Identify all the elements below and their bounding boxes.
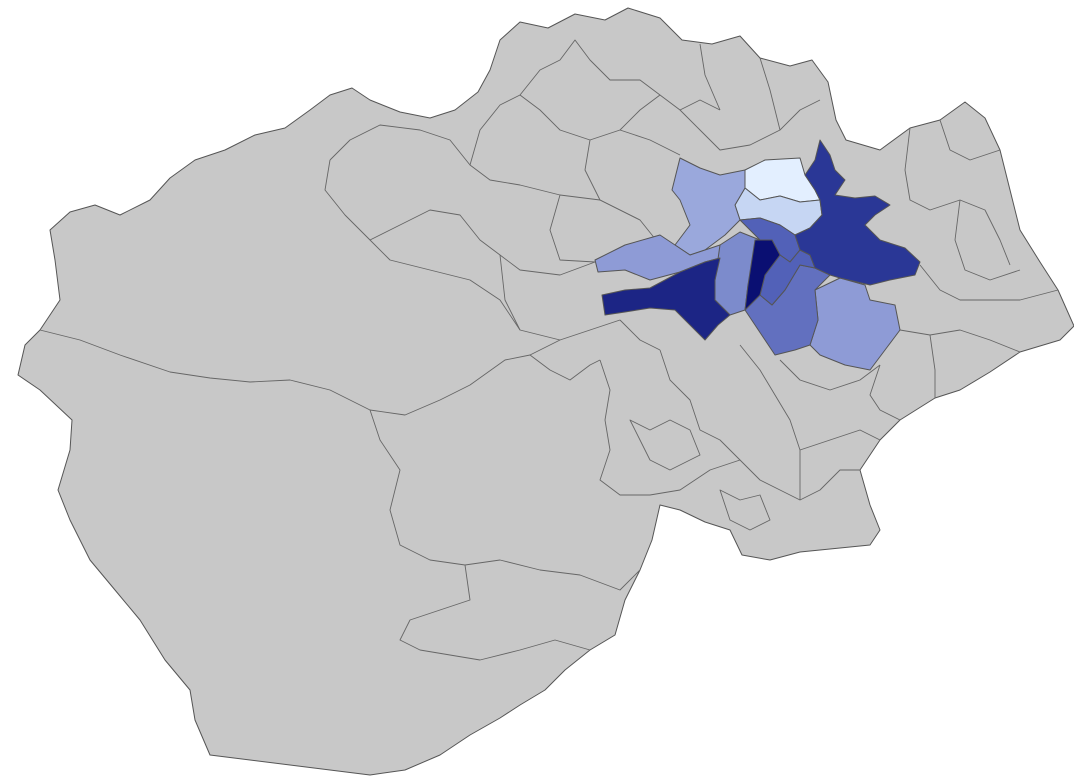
- district-shape: [794, 139, 921, 286]
- district-shape: [744, 239, 781, 311]
- district-shape: [671, 157, 746, 256]
- district-shape: [601, 257, 731, 341]
- district-boundaries: [39, 39, 1059, 661]
- highlighted-districts: [594, 139, 921, 371]
- county-outline: [17, 7, 1074, 776]
